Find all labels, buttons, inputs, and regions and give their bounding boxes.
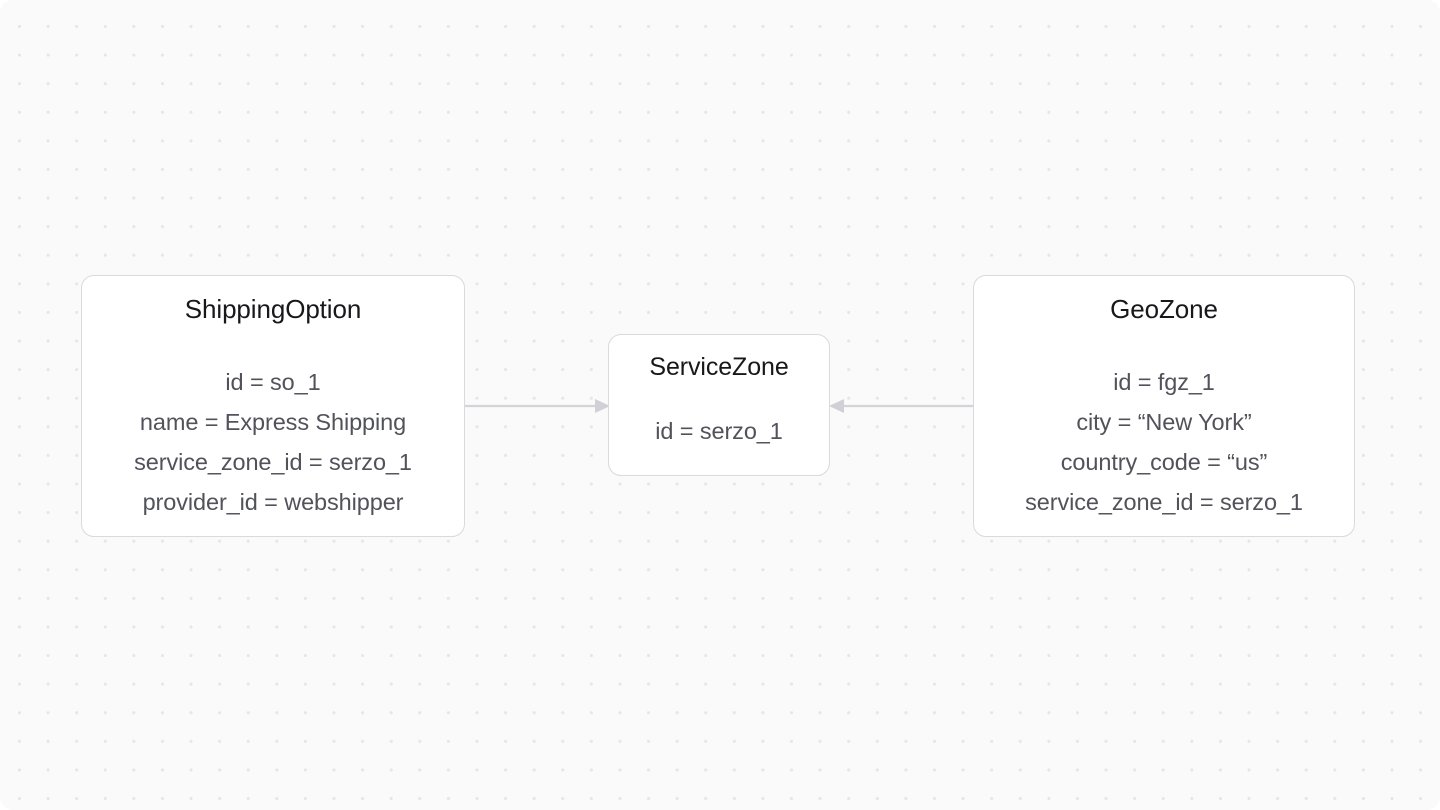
edge-arrow-right-icon	[465, 399, 610, 413]
node-attribute: country_code = “us”	[1060, 449, 1268, 475]
node-attribute: name = Express Shipping	[139, 409, 407, 435]
node-attribute: id = serzo_1	[655, 418, 783, 444]
node-service-zone[interactable]: ServiceZone id = serzo_1	[608, 334, 830, 476]
node-attribute: provider_id = webshipper	[142, 489, 404, 515]
node-attribute: id = so_1	[225, 369, 321, 395]
node-attribute: service_zone_id = serzo_1	[134, 449, 412, 475]
node-geo-zone[interactable]: GeoZone id = fgz_1 city = “New York” cou…	[973, 275, 1355, 537]
node-attributes-service-zone: id = serzo_1	[655, 411, 783, 451]
node-attribute: id = fgz_1	[1113, 369, 1215, 395]
node-attribute: city = “New York”	[1076, 409, 1252, 435]
node-attribute: service_zone_id = serzo_1	[1025, 489, 1303, 515]
node-title-service-zone: ServiceZone	[649, 353, 789, 381]
node-title-geo-zone: GeoZone	[1110, 294, 1218, 324]
edge-arrow-left-icon	[829, 399, 975, 413]
node-attributes-geo-zone: id = fgz_1 city = “New York” country_cod…	[1025, 362, 1303, 522]
edge-geo-zone-to-service-zone[interactable]	[828, 398, 975, 414]
node-shipping-option[interactable]: ShippingOption id = so_1 name = Express …	[81, 275, 465, 537]
node-attributes-shipping-option: id = so_1 name = Express Shipping servic…	[134, 362, 412, 522]
node-title-shipping-option: ShippingOption	[184, 294, 362, 324]
edge-shipping-option-to-service-zone[interactable]	[465, 398, 610, 414]
